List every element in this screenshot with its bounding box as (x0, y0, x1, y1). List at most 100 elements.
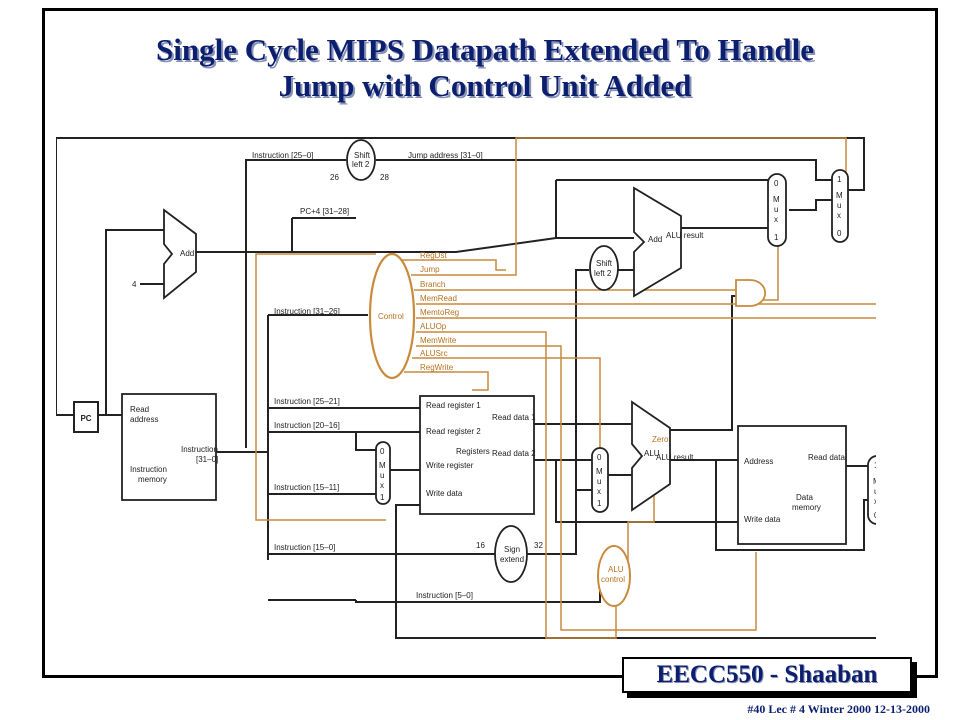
main-alu (631, 400, 671, 512)
instr-20-16-label: Instruction [20–16] (274, 421, 340, 430)
control-unit (368, 252, 416, 380)
instr-31-0-label: [31–0] (196, 455, 218, 464)
bits-16-label: 16 (476, 541, 485, 550)
datapath-wires (56, 137, 876, 639)
write-register-label: Write register (426, 461, 474, 470)
alu-control (597, 545, 631, 607)
signal-memtoreg: MemtoReg (420, 308, 459, 317)
bits-32-label: 32 (534, 541, 543, 550)
jump-mux-m: M (836, 191, 843, 200)
pc-label: PC (80, 414, 91, 423)
signal-branch: Branch (420, 280, 445, 289)
signal-regwrite: RegWrite (420, 363, 454, 372)
branch-mux-m: M (773, 195, 780, 204)
read-data-1-label: Read data 1 (492, 413, 536, 422)
control-label: Control (378, 312, 404, 321)
alusrc-mux-x: x (597, 487, 601, 496)
jump-mux-1: 1 (837, 175, 842, 184)
dmem-label-1: Data (796, 493, 813, 502)
bits-26-label: 26 (330, 173, 339, 182)
signal-regdst: RegDst (420, 251, 447, 260)
data-memory (737, 425, 847, 545)
branch-mux-1: 1 (774, 233, 779, 242)
imem-label-2: memory (138, 475, 167, 484)
alu-control-label-1: ALU (608, 565, 624, 574)
dmem-address-label: Address (744, 457, 773, 466)
read-register-2-label: Read register 2 (426, 427, 481, 436)
read-address-label-1: Read (130, 405, 149, 414)
branch-and-gate (735, 279, 766, 307)
alu-label: ALU (644, 449, 660, 458)
jump-shift-label-1: Shift (354, 151, 371, 160)
instr-15-0-label: Instruction [15–0] (274, 543, 335, 552)
dmem-read-data-label: Read data (808, 453, 845, 462)
bits-28-label: 28 (380, 173, 389, 182)
jump-mux (831, 169, 849, 243)
read-register-1-label: Read register 1 (426, 401, 481, 410)
signal-memwrite: MemWrite (420, 336, 457, 345)
pc-register (73, 401, 99, 433)
memtoreg-mux-0: 0 (874, 511, 876, 520)
title-line-1: Single Cycle MIPS Datapath Extended To H… (156, 32, 814, 67)
instr-5-0-label: Instruction [5–0] (416, 591, 473, 600)
jump-mux-x: x (837, 211, 841, 220)
jump-mux-0: 0 (837, 229, 842, 238)
regdst-mux (375, 441, 391, 505)
branch-mux-0: 0 (774, 179, 779, 188)
sign-extend-label-2: extend (500, 555, 524, 564)
control-wires (255, 137, 876, 639)
memtoreg-mux-1: 1 (874, 461, 876, 470)
instr-25-0-label: Instruction [25–0] (252, 151, 313, 160)
signal-aluop: ALUOp (420, 322, 447, 331)
signal-memread: MemRead (420, 294, 457, 303)
slide-footer: #40 Lec # 4 Winter 2000 12-13-2000 (747, 702, 930, 716)
registers-label: Registers (456, 447, 490, 456)
alusrc-mux-u: u (597, 477, 601, 486)
sign-extend (494, 525, 528, 583)
branch-adder (633, 186, 682, 298)
pc-adder (163, 208, 197, 300)
memtoreg-mux-m: M (873, 477, 876, 486)
dmem-write-data-label: Write data (744, 515, 781, 524)
branch-shift-label-2: left 2 (594, 269, 612, 278)
branch-shift-left-2 (589, 245, 619, 291)
instr-31-26-label: Instruction [31–26] (274, 307, 340, 316)
read-data-2-label: Read data 2 (492, 449, 536, 458)
branch-adder-add-label: Add (648, 235, 662, 244)
jump-address-label: Jump address [31–0] (408, 151, 483, 160)
branch-mux-x: x (774, 215, 778, 224)
slide-title: Single Cycle MIPS Datapath Extended To H… (60, 32, 910, 104)
course-badge: EECC550 - Shaaban (622, 657, 912, 693)
branch-mux-u: u (774, 205, 778, 214)
alusrc-mux-m: M (596, 467, 603, 476)
alusrc-mux (591, 447, 609, 513)
jump-shift-left-2 (346, 139, 376, 181)
instruction-memory (121, 393, 217, 501)
pc-plus4-label: PC+4 [31–28] (300, 207, 349, 216)
regdst-mux-0: 0 (380, 447, 385, 456)
reg-write-data-label: Write data (426, 489, 463, 498)
regdst-mux-m: M (379, 461, 386, 470)
memtoreg-mux-x: x (874, 497, 876, 506)
signal-jump: Jump (420, 265, 440, 274)
instr-25-21-label: Instruction [25–21] (274, 397, 340, 406)
alusrc-mux-0: 0 (597, 453, 602, 462)
alu-result-label: ALU result (656, 453, 694, 462)
branch-mux (767, 173, 787, 247)
regdst-mux-x: x (380, 481, 384, 490)
alu-zero-label: Zero (652, 435, 669, 444)
jump-mux-u: u (837, 201, 841, 210)
pc-adder-label: Add (180, 249, 194, 258)
register-file (419, 395, 535, 515)
alusrc-mux-1: 1 (597, 499, 602, 508)
title-line-2: Jump with Control Unit Added (278, 68, 692, 103)
branch-adder-result-label: ALU result (666, 231, 704, 240)
regdst-mux-1: 1 (380, 493, 385, 502)
dmem-label-2: memory (792, 503, 821, 512)
sign-extend-label-1: Sign (504, 545, 520, 554)
instr-15-11-label: Instruction [15–11] (274, 483, 339, 492)
read-address-label-2: address (130, 415, 158, 424)
signal-alusrc: ALUSrc (420, 349, 448, 358)
instruction-out-label: Instruction (181, 445, 218, 454)
datapath-diagram: PC Add 4 Read address Instruction [31–0]… (56, 130, 876, 650)
